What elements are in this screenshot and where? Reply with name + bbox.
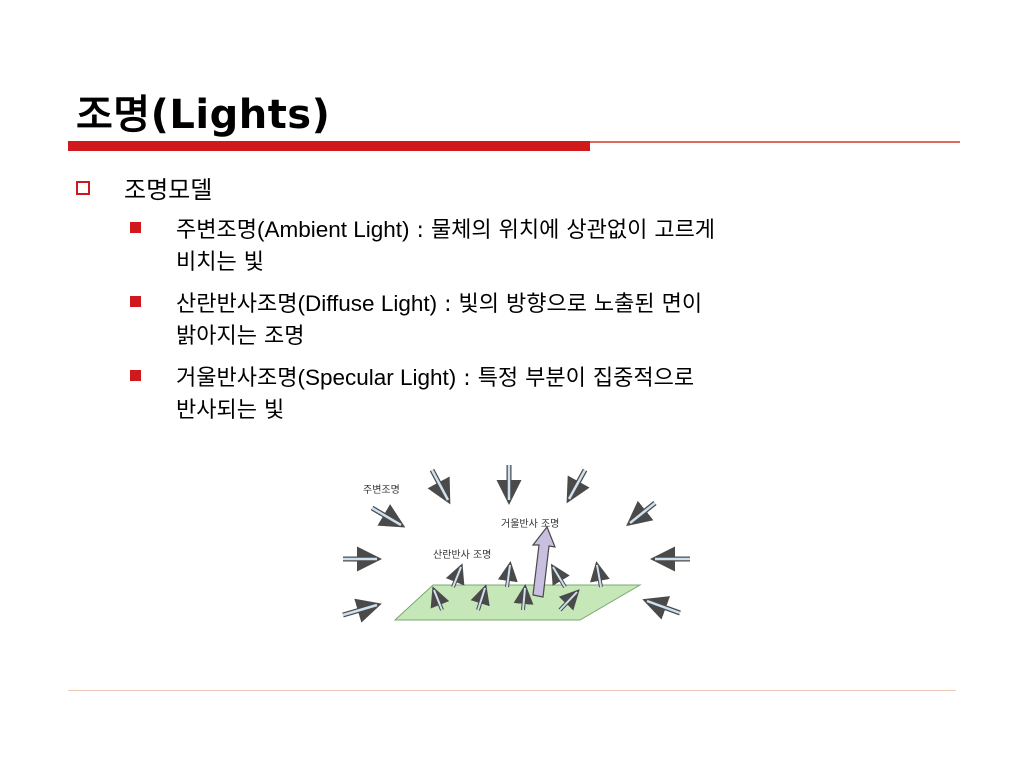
lighting-diagram: 주변조명 거울반사 조명 산란반사 조명: [342, 465, 690, 623]
footer-rule: [68, 690, 956, 691]
item-term: 거울반사조명: [176, 366, 298, 391]
ambient-arrows: [342, 465, 690, 623]
diffuse-arrows: [430, 561, 610, 612]
title-underline-thick: [68, 141, 590, 151]
surface-plane: [393, 584, 642, 621]
diffuse-arrow-icon: [497, 561, 518, 588]
ambient-label: 주변조명: [363, 484, 400, 496]
hollow-square-bullet-icon: [76, 180, 90, 195]
list-item-ambient: 주변조명(Ambient Light) : 물체의 위치에 상관없이 고르게 비…: [130, 214, 920, 279]
ambient-arrow-icon: [566, 468, 590, 504]
square-bullet-icon: [130, 370, 141, 381]
diffuse-arrow-icon: [590, 561, 610, 588]
ambient-arrow-icon: [427, 468, 451, 505]
item-desc: : 빛의 방향으로 노출된 면이: [437, 292, 703, 317]
item-desc-cont: 비치는 빛: [176, 250, 264, 275]
diffuse-arrow-icon: [430, 586, 450, 611]
slide-title: 조명(Lights): [76, 92, 331, 138]
item-english: (Ambient Light): [256, 217, 410, 242]
diffuse-arrow-icon: [558, 589, 580, 612]
item-desc-cont: 반사되는 빛: [176, 398, 285, 423]
ambient-arrow-icon: [642, 596, 681, 620]
square-bullet-icon: [130, 296, 141, 307]
diffuse-arrow-icon: [513, 584, 534, 611]
diffuse-arrow-icon: [550, 563, 570, 589]
diffuse-arrow-icon: [470, 584, 490, 611]
item-english: (Specular Light): [297, 365, 457, 390]
ambient-arrow-icon: [342, 598, 382, 623]
item-term: 주변조명: [176, 218, 257, 243]
diffuse-arrow-icon: [445, 563, 465, 588]
section-bullet: 조명모델: [76, 170, 212, 205]
list-item-specular: 거울반사조명(Specular Light) : 특정 부분이 집중적으로 반사…: [130, 362, 920, 427]
item-desc-cont: 밝아지는 조명: [176, 324, 305, 349]
ambient-arrow-icon: [626, 500, 657, 527]
specular-label: 거울반사 조명: [501, 518, 559, 530]
square-bullet-icon: [130, 222, 141, 233]
item-desc: : 물체의 위치에 상관없이 고르게: [409, 218, 716, 243]
diffuse-label: 산란반사 조명: [433, 549, 491, 561]
list-item-diffuse: 산란반사조명(Diffuse Light) : 빛의 방향으로 노출된 면이 밝…: [130, 288, 920, 353]
section-label: 조명모델: [124, 176, 213, 204]
item-desc: : 특정 부분이 집중적으로: [456, 366, 695, 391]
item-term: 산란반사조명: [176, 292, 298, 317]
item-english: (Diffuse Light): [297, 291, 438, 316]
title-underline-thin: [590, 141, 960, 143]
ambient-arrow-icon: [370, 504, 406, 528]
specular-arrow-icon: [531, 525, 556, 598]
